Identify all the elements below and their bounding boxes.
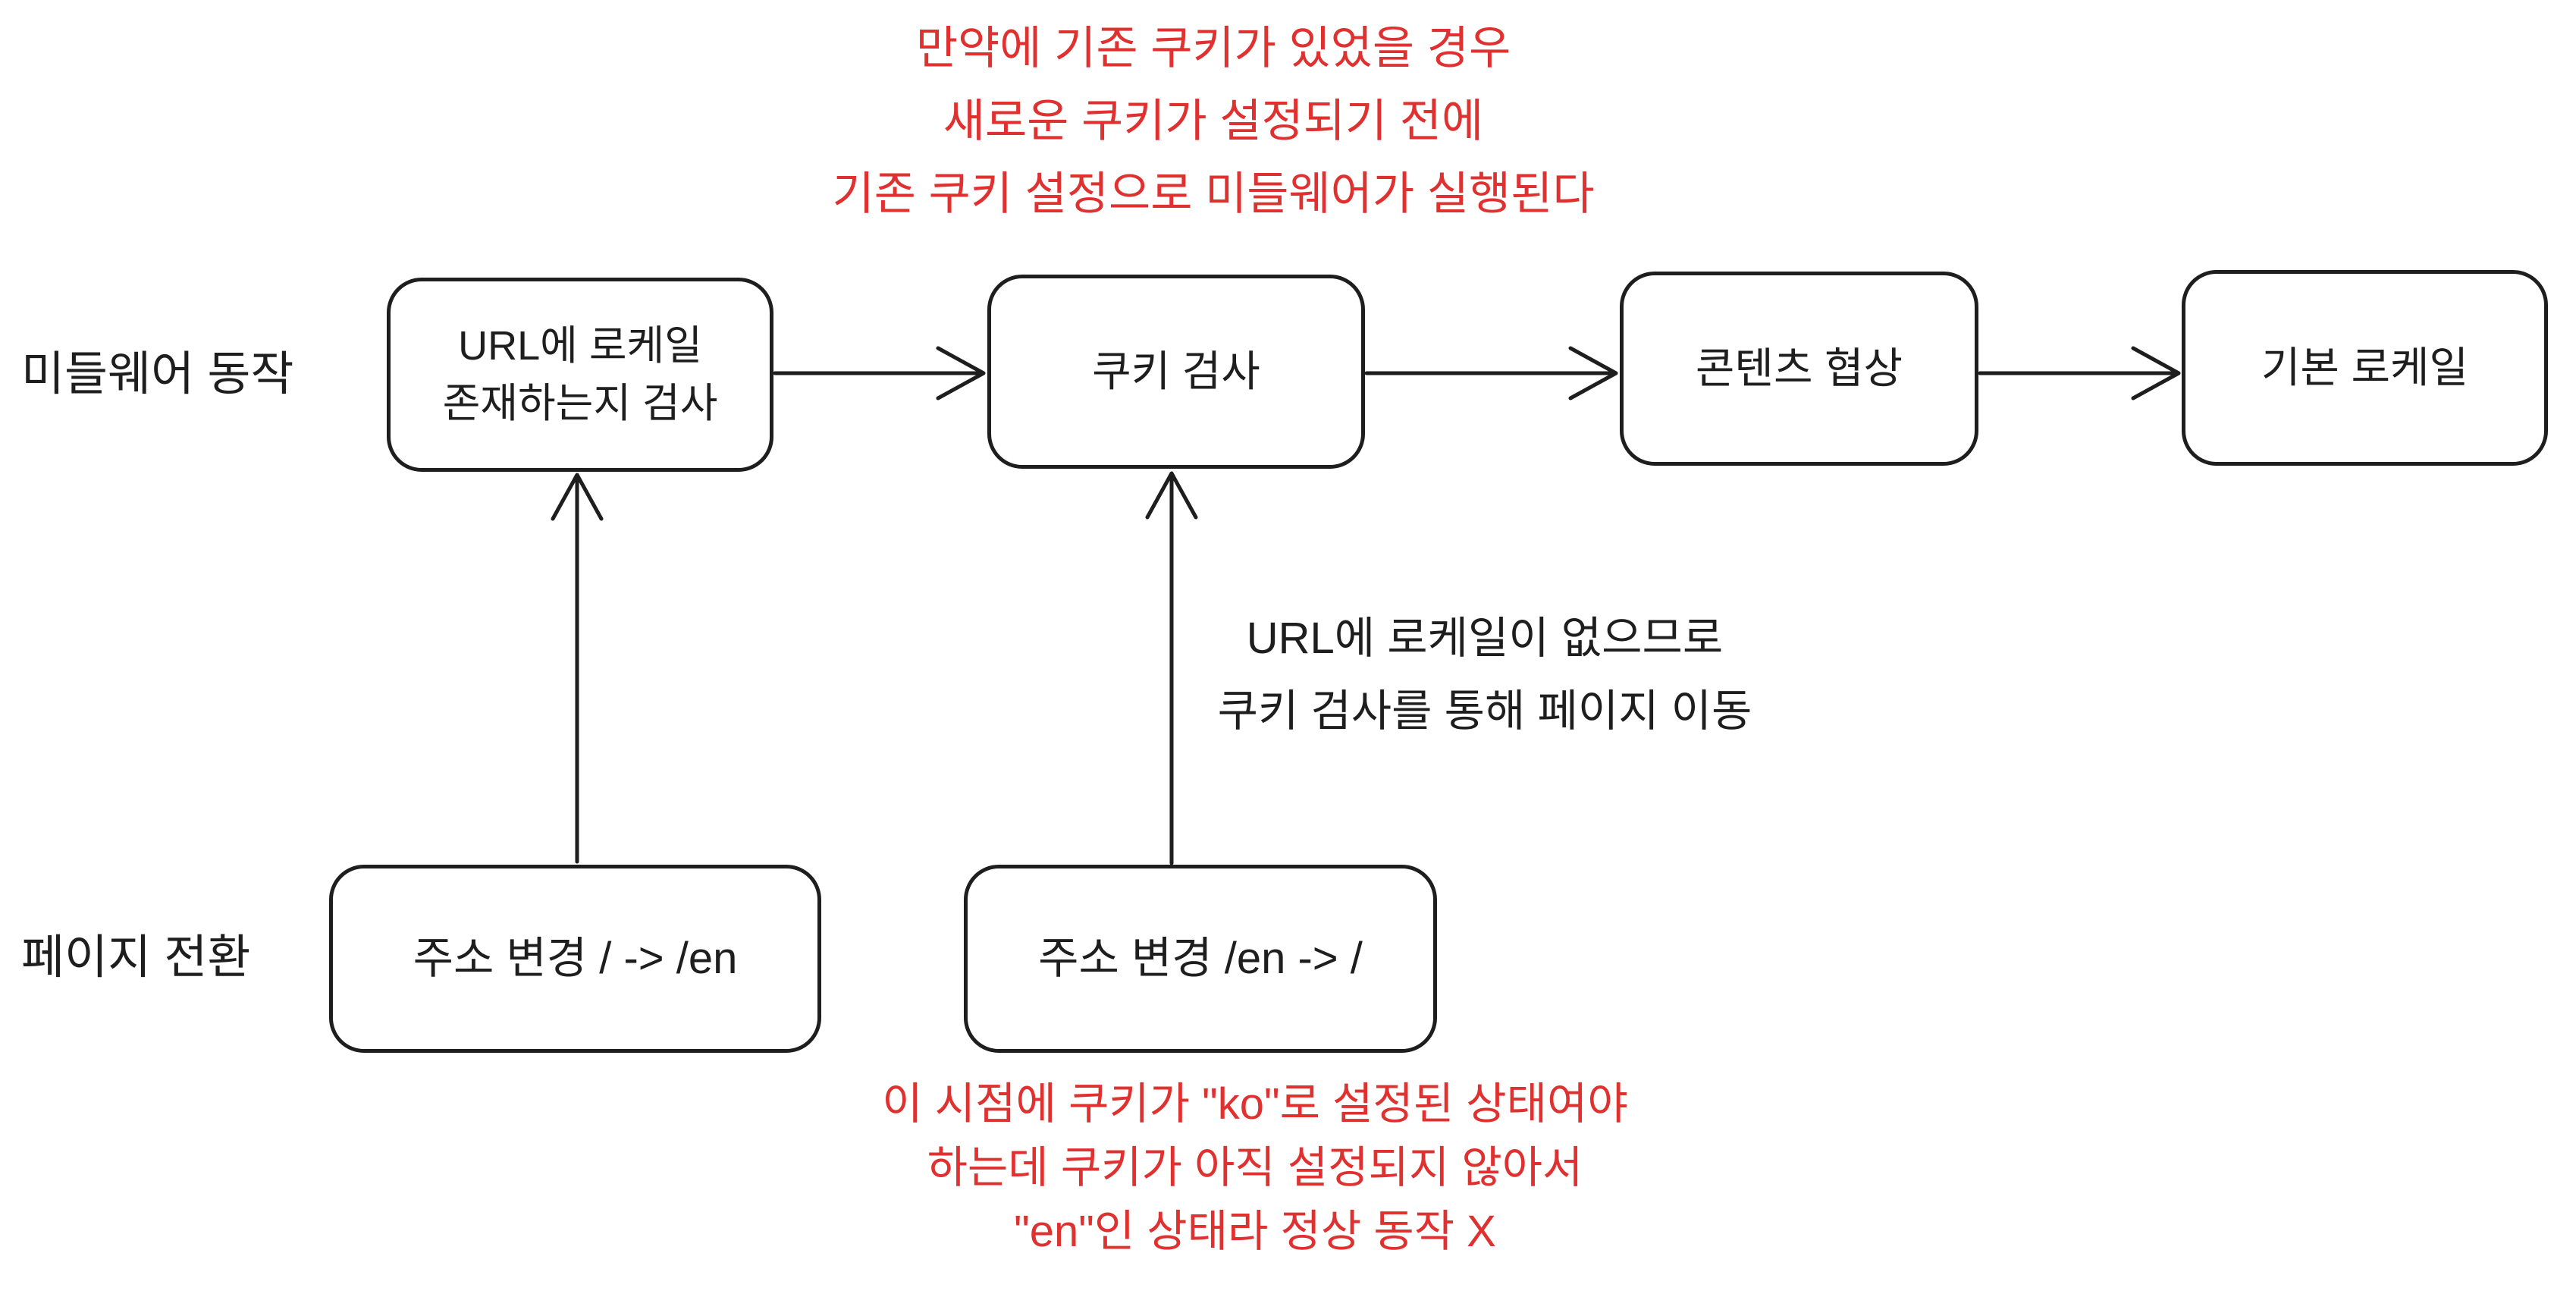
arrow-addr-change-to-url-check xyxy=(551,473,604,864)
row-label-page-transition: 페이지 전환 xyxy=(21,931,251,984)
node-url-locale-check-line-2: 존재하는지 검사 xyxy=(442,381,718,426)
node-content-negotiation-label: 콘텐츠 협상 xyxy=(1695,344,1903,392)
node-addr-change-en-to-root: 주소 변경 /en -> / xyxy=(964,865,1437,1053)
node-default-locale: 기본 로케일 xyxy=(2182,270,2548,466)
note-existing-cookie: 만약에 기존 쿠키가 있었을 경우 새로운 쿠키가 설정되기 전에 기존 쿠키 … xyxy=(607,12,1820,231)
arrow-addr-change-to-cookie-check xyxy=(1145,471,1198,865)
node-addr-change-root-to-en-label: 주소 변경 / -> /en xyxy=(413,934,738,983)
arrow-cookie-check-to-content-negotiation xyxy=(1364,346,1618,400)
node-addr-change-en-to-root-label: 주소 변경 /en -> / xyxy=(1038,934,1363,983)
node-cookie-check-label: 쿠키 검사 xyxy=(1092,347,1260,395)
node-default-locale-label: 기본 로케일 xyxy=(2261,344,2469,391)
note-cookie-not-set-line-2: 하는데 쿠키가 아직 설정되지 않아서 xyxy=(927,1143,1583,1192)
node-addr-change-root-to-en: 주소 변경 / -> /en xyxy=(329,865,821,1053)
note-cookie-not-set-line-3: "en"인 상태라 정상 동작 X xyxy=(1014,1207,1496,1256)
note-cookie-redirect: URL에 로케일이 없으므로 쿠키 검사를 통해 페이지 이동 xyxy=(1106,602,1864,748)
note-cookie-not-set: 이 시점에 쿠키가 "ko"로 설정된 상태여야 하는데 쿠키가 아직 설정되지… xyxy=(724,1073,1786,1264)
node-url-locale-check-line-1: URL에 로케일 xyxy=(458,323,702,369)
note-existing-cookie-line-1: 만약에 기존 쿠키가 있었을 경우 xyxy=(915,23,1511,74)
arrow-content-negotiation-to-default-locale xyxy=(1978,346,2181,400)
note-cookie-redirect-line-1: URL에 로케일이 없으므로 xyxy=(1246,614,1724,663)
note-existing-cookie-line-3: 기존 쿠키 설정으로 미들웨어가 실행된다 xyxy=(832,168,1595,219)
note-existing-cookie-line-2: 새로운 쿠키가 설정되기 전에 xyxy=(943,96,1484,146)
note-cookie-redirect-line-2: 쿠키 검사를 통해 페이지 이동 xyxy=(1217,686,1752,736)
note-cookie-not-set-line-1: 이 시점에 쿠키가 "ko"로 설정된 상태여야 xyxy=(882,1079,1628,1129)
row-label-middleware: 미들웨어 동작 xyxy=(21,348,294,400)
node-content-negotiation: 콘텐츠 협상 xyxy=(1620,272,1978,466)
node-cookie-check: 쿠키 검사 xyxy=(987,275,1365,469)
arrow-url-check-to-cookie-check xyxy=(773,346,986,400)
node-url-locale-check: URL에 로케일 존재하는지 검사 xyxy=(387,278,773,472)
